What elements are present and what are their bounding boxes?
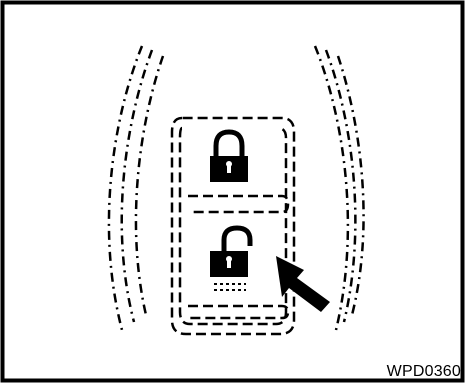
arrow-pointer-icon <box>276 256 330 312</box>
signal-waves-icon <box>109 46 364 330</box>
lock-button[interactable] <box>210 132 248 182</box>
unlock-icon <box>210 228 250 290</box>
lock-icon <box>210 132 248 182</box>
unlock-button[interactable] <box>210 228 250 290</box>
figure-code: WPD0360 <box>387 363 461 381</box>
